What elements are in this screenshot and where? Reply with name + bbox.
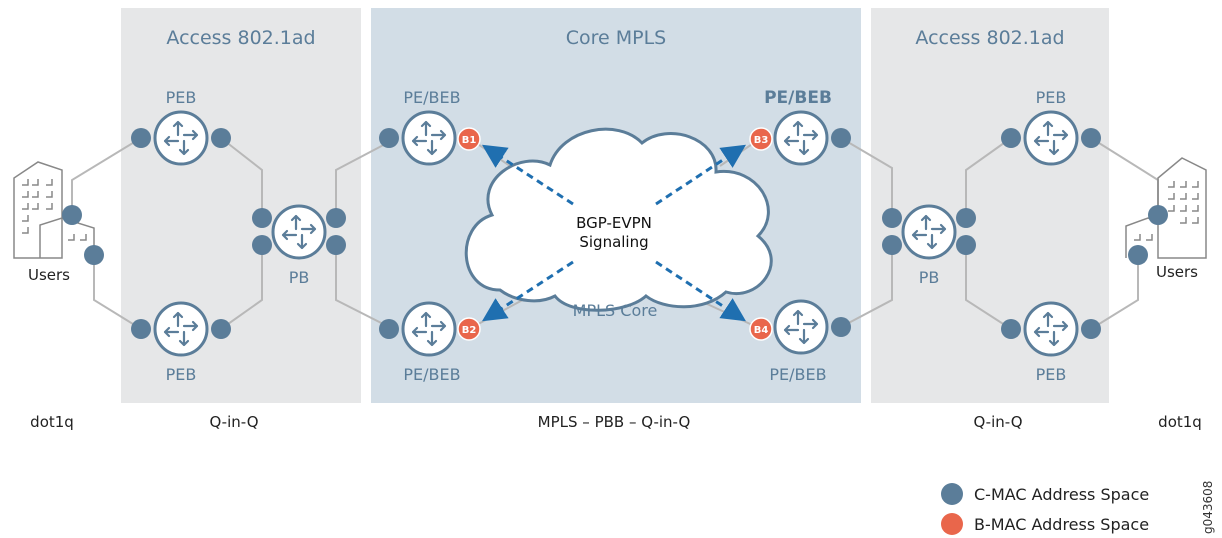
core-title: Core MPLS [566,27,667,49]
legend: C-MAC Address Space B-MAC Address Space [941,483,1149,535]
encap-right-edge: dot1q [1158,413,1202,431]
svg-text:B4: B4 [754,325,769,336]
label-pe-beb-bottom-right: PE/BEB [769,365,826,384]
label-pe-beb-bottom-left: PE/BEB [403,365,460,384]
bmac-badge-b4: B4 [749,317,773,341]
label-peb-bottom-left: PEB [166,365,197,384]
arrow-to-b4 [655,260,747,322]
router-icon-peb-bottom-right [1023,301,1079,357]
label-peb-bottom-right: PEB [1036,365,1067,384]
label-pb-right: PB [919,268,940,287]
bmac-badge-b1: B1 [457,127,481,151]
users-label-left: Users [28,266,70,284]
access-left-region [121,8,361,403]
encap-left-edge: dot1q [30,413,74,431]
access-left-title: Access 802.1ad [166,27,315,49]
legend-bmac-swatch [941,513,963,535]
router-icon-peb-top-right [1023,110,1079,166]
legend-bmac-label: B-MAC Address Space [974,515,1149,534]
encap-right-access: Q-in-Q [973,413,1022,431]
figure-id: g043608 [1201,481,1215,534]
bmac-badge-b3: B3 [749,127,773,151]
users-label-left-bg [18,263,80,285]
bgp-evpn-cloud [464,127,773,312]
label-pb-left: PB [289,268,310,287]
router-icon-pe-beb-bottom-left [401,301,457,357]
router-icon-pe-beb-top-right [773,110,829,166]
label-pe-beb-top-right: PE/BEB [764,88,832,108]
router-icon-pe-beb-bottom-right [773,299,829,355]
users-label-right: Users [1156,263,1198,281]
label-pe-beb-top-left: PE/BEB [403,88,460,107]
arrow-to-b2 [481,260,574,322]
label-peb-top-right: PEB [1036,88,1067,107]
cloud-subtitle: Signaling [579,233,648,251]
router-icon-pb-right [901,204,957,260]
router-icon-peb-bottom-left [153,301,209,357]
router-icon-pe-beb-top-left [401,110,457,166]
router-icon-pb-left [271,204,327,260]
router-icon-peb-top-left [153,110,209,166]
svg-text:B1: B1 [462,135,477,146]
bmac-badge-b2: B2 [457,317,481,341]
users-label-right-bg [1146,260,1208,282]
legend-cmac-label: C-MAC Address Space [974,485,1149,504]
svg-text:B2: B2 [462,325,477,336]
arrow-to-b3 [655,144,747,206]
evpn-arrows [481,144,747,322]
cloud-title: BGP-EVPN [576,214,652,232]
cmac-ports [62,128,1168,339]
arrow-to-b1 [481,144,574,206]
label-peb-top-left: PEB [166,88,197,107]
building-icon-left [13,161,95,259]
encap-left-access: Q-in-Q [209,413,258,431]
mpls-core-label: MPLS Core [573,301,658,320]
building-icon-right [1125,157,1207,259]
access-right-title: Access 802.1ad [915,27,1064,49]
legend-cmac-swatch [941,483,963,505]
svg-text:B3: B3 [754,135,769,146]
encap-core: MPLS – PBB – Q-in-Q [538,413,691,431]
